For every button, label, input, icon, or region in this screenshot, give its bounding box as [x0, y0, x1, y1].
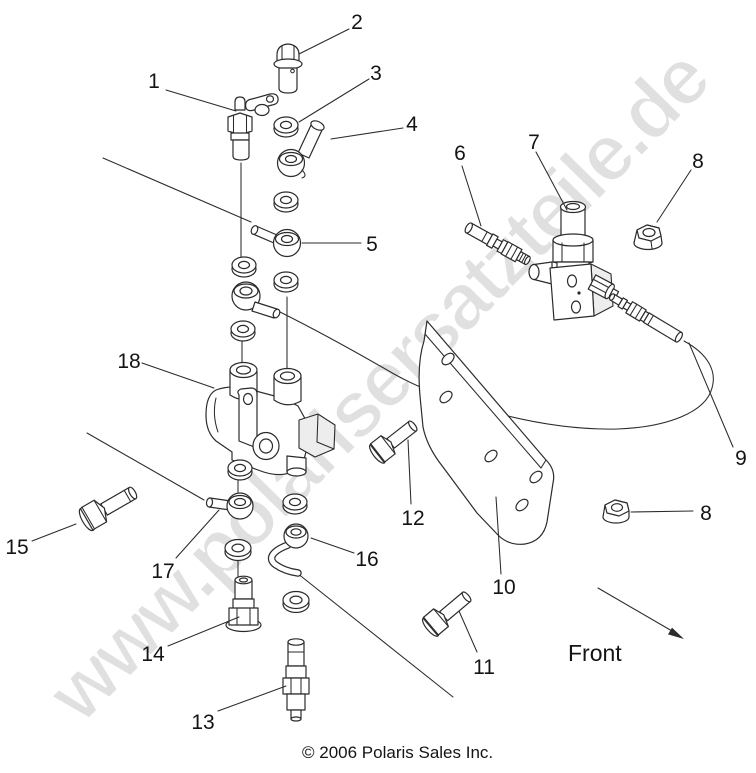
washer — [230, 320, 256, 342]
callout-14: 14 — [141, 643, 165, 666]
washer — [282, 590, 310, 614]
washer — [273, 191, 299, 213]
callout-18: 18 — [117, 350, 140, 373]
front-direction-label: Front — [568, 640, 622, 666]
part-brake-pipe — [267, 523, 309, 577]
washer — [224, 538, 252, 562]
callout-1: 1 — [148, 70, 160, 93]
part-inline-fitting — [464, 222, 531, 266]
callout-8-top: 8 — [692, 150, 704, 173]
part-hose-banjo — [276, 120, 325, 179]
callout-3: 3 — [370, 62, 382, 85]
callout-8-bottom: 8 — [700, 502, 712, 525]
washer — [273, 271, 299, 293]
part-pressure-switch — [227, 93, 279, 161]
part-flange-nut-top — [633, 224, 663, 251]
callout-15: 15 — [5, 536, 28, 559]
washer-3 — [273, 116, 299, 138]
part-hex-bolt-15 — [78, 486, 138, 532]
part-brake-valve — [528, 200, 620, 321]
part-cap-bolt — [273, 43, 303, 94]
part-mounting-bracket — [418, 320, 555, 545]
part-banjo-left — [231, 281, 281, 319]
callout-17: 17 — [151, 560, 174, 583]
callout-13: 13 — [191, 711, 214, 734]
callout-9: 9 — [735, 447, 747, 470]
callout-4: 4 — [406, 113, 418, 136]
part-bleeder-valve — [282, 638, 310, 722]
callout-16: 16 — [355, 548, 378, 571]
callout-12: 12 — [401, 507, 424, 530]
callout-labels: 1 2 3 4 5 6 7 8 9 10 11 12 13 14 15 16 1… — [5, 11, 747, 734]
callout-6: 6 — [454, 142, 466, 165]
part-banjo-5 — [250, 225, 302, 258]
part-hex-bolt-11 — [421, 591, 472, 637]
part-brake-hose-fitting — [608, 293, 684, 343]
brake-hose-loop — [279, 311, 714, 430]
callout-2: 2 — [351, 11, 363, 34]
washer — [227, 459, 253, 481]
part-flange-nut-bottom — [602, 499, 630, 524]
part-bleeder-fitting — [225, 575, 262, 633]
part-junction-valve — [205, 361, 336, 477]
callout-7: 7 — [528, 131, 540, 154]
copyright-text: © 2006 Polaris Sales Inc. — [302, 743, 494, 762]
front-arrow — [597, 587, 684, 639]
callout-5: 5 — [366, 233, 378, 256]
callout-10: 10 — [492, 576, 515, 599]
washer — [231, 256, 257, 278]
part-banjo-17 — [205, 492, 254, 520]
washer — [282, 493, 308, 515]
leader-lines — [31, 28, 734, 712]
callout-11: 11 — [473, 656, 495, 679]
part-hex-bolt-12 — [368, 420, 418, 464]
assembly-alignment-lines — [86, 157, 454, 698]
